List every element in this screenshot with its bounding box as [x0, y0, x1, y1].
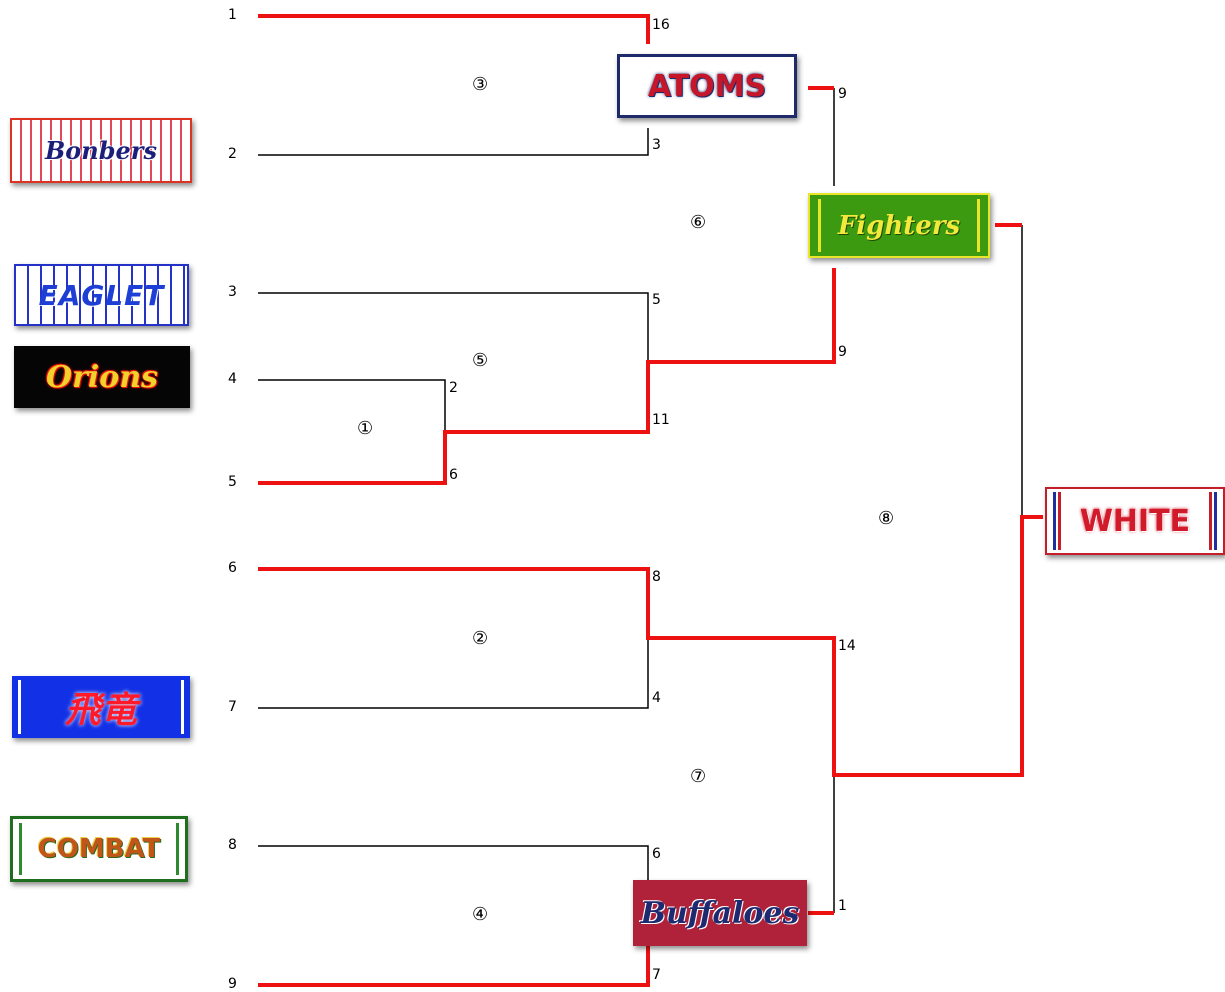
team-name: EAGLET — [38, 278, 165, 312]
team-name: Buffaloes — [640, 895, 800, 931]
score-label: 14 — [838, 638, 856, 654]
bracket-line-seed6 — [258, 515, 1043, 777]
bracket-line-seed8 — [258, 845, 649, 880]
team-logo-fighters: Fighters — [808, 193, 990, 258]
bracket-line-seed9 — [258, 946, 650, 987]
team-logo-orions: Orions — [14, 346, 190, 408]
team-name: Fighters — [837, 210, 961, 241]
team-logo-buffaloes: Buffaloes — [633, 880, 807, 946]
bracket-line-seed2 — [258, 128, 649, 156]
score-label: 9 — [838, 86, 847, 102]
score-label: 6 — [449, 467, 458, 483]
game-number: ⑥ — [690, 212, 707, 233]
score-label: 8 — [652, 569, 661, 585]
game-number: ⑤ — [472, 350, 489, 371]
team-name: ATOMS — [647, 68, 767, 104]
team-name: COMBAT — [37, 834, 161, 864]
team-name: Bonbers — [45, 136, 157, 165]
seed-number: 2 — [228, 146, 237, 162]
team-logo-hiryu: 飛竜 — [12, 676, 190, 738]
game-number: ① — [357, 418, 374, 439]
bracket-line-seed4 — [258, 379, 446, 432]
game-number: ④ — [472, 904, 489, 925]
bracket-line-seed5 — [258, 268, 836, 485]
bracket-line-seed3 — [258, 292, 649, 362]
score-label: 6 — [652, 846, 661, 862]
team-logo-atoms: ATOMS — [617, 54, 797, 118]
score-label: 2 — [449, 380, 458, 396]
seed-number: 6 — [228, 560, 237, 576]
score-label: 7 — [652, 967, 661, 983]
bracket-line-seed7 — [258, 638, 649, 709]
seed-number: 4 — [228, 371, 237, 387]
bracket-line-seed1 — [258, 14, 650, 44]
team-logo-bonbers: Bonbers — [10, 118, 192, 183]
game-number: ⑦ — [690, 766, 707, 787]
score-label: 9 — [838, 344, 847, 360]
score-label: 1 — [838, 898, 847, 914]
score-label: 3 — [652, 137, 661, 153]
game-number: ② — [472, 628, 489, 649]
loser-paths — [258, 88, 1023, 913]
score-label: 4 — [652, 690, 661, 706]
score-label: 16 — [652, 17, 670, 33]
team-logo-white-champion: WHITE — [1045, 487, 1225, 555]
seed-number: 9 — [228, 976, 237, 992]
seed-number: 3 — [228, 284, 237, 300]
seed-number: 5 — [228, 474, 237, 490]
team-logo-eaglet: EAGLET — [14, 264, 189, 326]
team-name: WHITE — [1079, 503, 1191, 539]
seed-number: 7 — [228, 699, 237, 715]
team-name: Orions — [45, 359, 159, 395]
seed-number: 8 — [228, 837, 237, 853]
winner-paths — [258, 14, 1043, 987]
score-label: 11 — [652, 412, 670, 428]
game-number: ⑧ — [878, 508, 895, 529]
score-label: 5 — [652, 292, 661, 308]
seed-number: 1 — [228, 7, 237, 23]
team-logo-combat: COMBAT — [10, 816, 188, 882]
game-number: ③ — [472, 74, 489, 95]
team-name: 飛竜 — [64, 689, 137, 731]
